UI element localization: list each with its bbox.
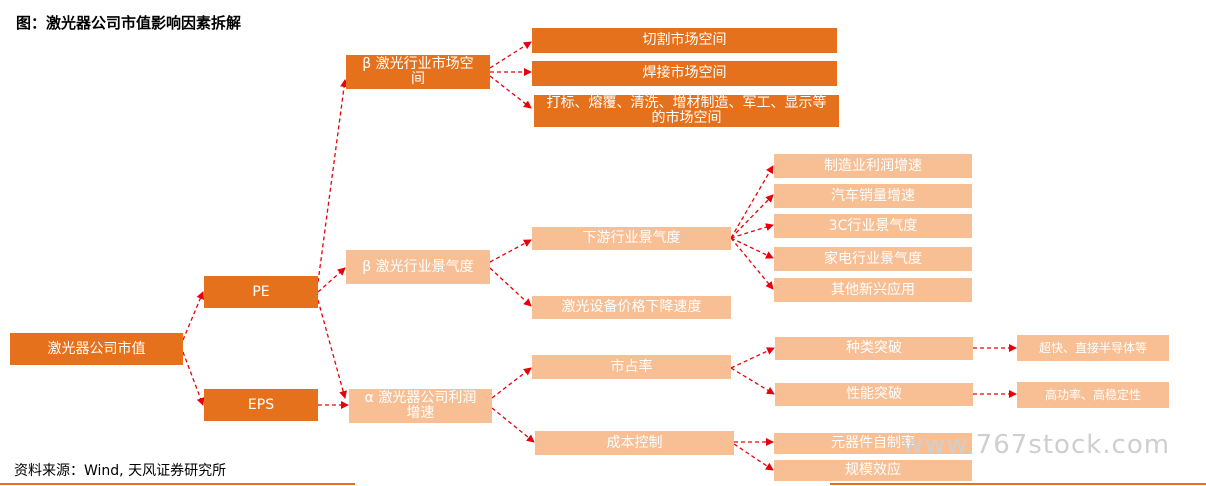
node-performance-breakthrough: 性能突破 [775,383,973,406]
watermark: www.767stock.com [902,430,1171,460]
arrow-cost-scale [733,443,774,471]
node-3c-prosperity: 3C行业景气度 [774,214,972,238]
node-company-market-value: 激光器公司市值 [10,333,183,365]
node-ultrafast: 超快、直接半导体等 [1017,335,1169,361]
node-type-breakthrough: 种类突破 [775,337,973,360]
node-cost-control: 成本控制 [535,431,734,455]
arrow-downstream-auto [730,194,774,239]
node-emerging-apps: 其他新兴应用 [774,278,972,302]
footer-divider-right [830,483,1206,485]
arrow-space-cutting [489,41,532,69]
node-downstream-prosperity: 下游行业景气度 [532,227,731,250]
node-welding-space: 焊接市场空间 [532,61,837,86]
arrow-share-type [730,347,775,369]
arrow-space-marking [489,75,532,109]
node-auto-sales-growth: 汽车销量增速 [774,184,972,208]
arrow-prosperity-price [489,267,532,307]
page-title: 图：激光器公司市值影响因素拆解 [16,14,242,32]
arrow-root-eps [182,351,205,406]
arrow-downstream-3c [730,223,774,239]
arrow-share-perf [730,367,775,395]
node-price-decline: 激光设备价格下降速度 [532,296,731,319]
node-alpha-profit-growth: α 激光器公司利润增速 [349,389,492,423]
arrow-pe-alpha [317,299,347,399]
arrow-pe-beta-space [317,79,349,283]
node-component-self-made: 元器件自制率 [774,433,972,454]
node-beta-prosperity: β 激光行业景气度 [346,250,490,284]
node-marking-space: 打标、熔覆、清洗、增材制造、军工、显示等的市场空间 [534,95,839,127]
node-eps: EPS [204,389,318,421]
node-scale-effect: 规模效应 [774,460,972,481]
node-pe: PE [204,276,318,308]
node-appliance-prosperity: 家电行业景气度 [774,247,972,271]
source-note: 资料来源：Wind, 天风证券研究所 [14,463,227,479]
arrow-alpha-cost [491,407,535,443]
node-cutting-space: 切割市场空间 [532,28,837,53]
arrow-downstream-appliance [730,237,774,259]
node-beta-market-space: β 激光行业市场空间 [346,55,490,89]
arrow-pe-beta-prosperity [317,267,346,293]
arrow-prosperity-downstream [489,239,532,263]
arrow-root-pe [182,291,204,341]
arrow-alpha-share [491,367,532,399]
arrow-downstream-emerging [730,237,774,290]
node-market-share: 市占率 [532,355,731,379]
node-high-power: 高功率、高稳定性 [1017,382,1169,408]
node-mfg-profit-growth: 制造业利润增速 [774,154,972,178]
footer-divider-left [0,483,355,485]
